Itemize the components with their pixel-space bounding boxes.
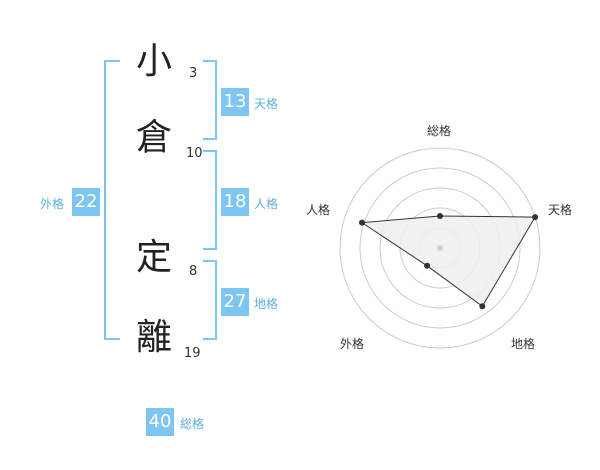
gaikaku-value: 22 bbox=[72, 188, 100, 216]
soukaku-label: 総格 bbox=[180, 417, 205, 431]
radar-point-3 bbox=[479, 303, 486, 310]
radar-point-2 bbox=[532, 214, 539, 221]
name-char-1: 小 bbox=[135, 41, 172, 82]
name-char-3: 定 bbox=[135, 237, 172, 278]
gaikaku-bracket bbox=[104, 60, 120, 340]
radar-center bbox=[437, 245, 443, 251]
radar-axis-label-soukaku: 総格 bbox=[427, 124, 452, 138]
chikaku-label: 地格 bbox=[254, 297, 279, 311]
jinkaku-value: 18 bbox=[221, 188, 249, 216]
radar-polygon bbox=[360, 215, 536, 307]
stroke-count-4: 19 bbox=[184, 346, 201, 361]
radar-ring bbox=[339, 147, 541, 349]
chikaku-value: 27 bbox=[221, 288, 249, 316]
stroke-count-3: 8 bbox=[189, 264, 198, 279]
name-char-4: 離 bbox=[135, 317, 172, 358]
chikaku-bracket bbox=[203, 260, 217, 340]
radar-axis-label-jinkaku: 人格 bbox=[306, 203, 331, 217]
radar-axis-label-chikaku: 地格 bbox=[511, 337, 536, 351]
jinkaku-label: 人格 bbox=[254, 197, 279, 211]
radar-ring bbox=[359, 167, 521, 329]
gaikaku-label: 外格 bbox=[40, 197, 65, 211]
name-char-2: 倉 bbox=[135, 117, 172, 158]
radar-point-1 bbox=[437, 213, 443, 219]
stroke-count-1: 3 bbox=[189, 66, 198, 81]
jinkaku-bracket bbox=[203, 150, 217, 250]
tenkaku-value: 13 bbox=[221, 88, 249, 116]
stroke-count-2: 10 bbox=[186, 146, 203, 161]
radar-point-4 bbox=[424, 262, 431, 269]
tenkaku-bracket bbox=[203, 60, 217, 140]
soukaku-value: 40 bbox=[146, 408, 174, 436]
tenkaku-label: 天格 bbox=[254, 97, 279, 111]
radar-axis-label-gaikaku: 外格 bbox=[340, 337, 365, 351]
radar-axis-label-tenkaku: 天格 bbox=[548, 203, 573, 217]
radar-point-5 bbox=[359, 219, 366, 226]
